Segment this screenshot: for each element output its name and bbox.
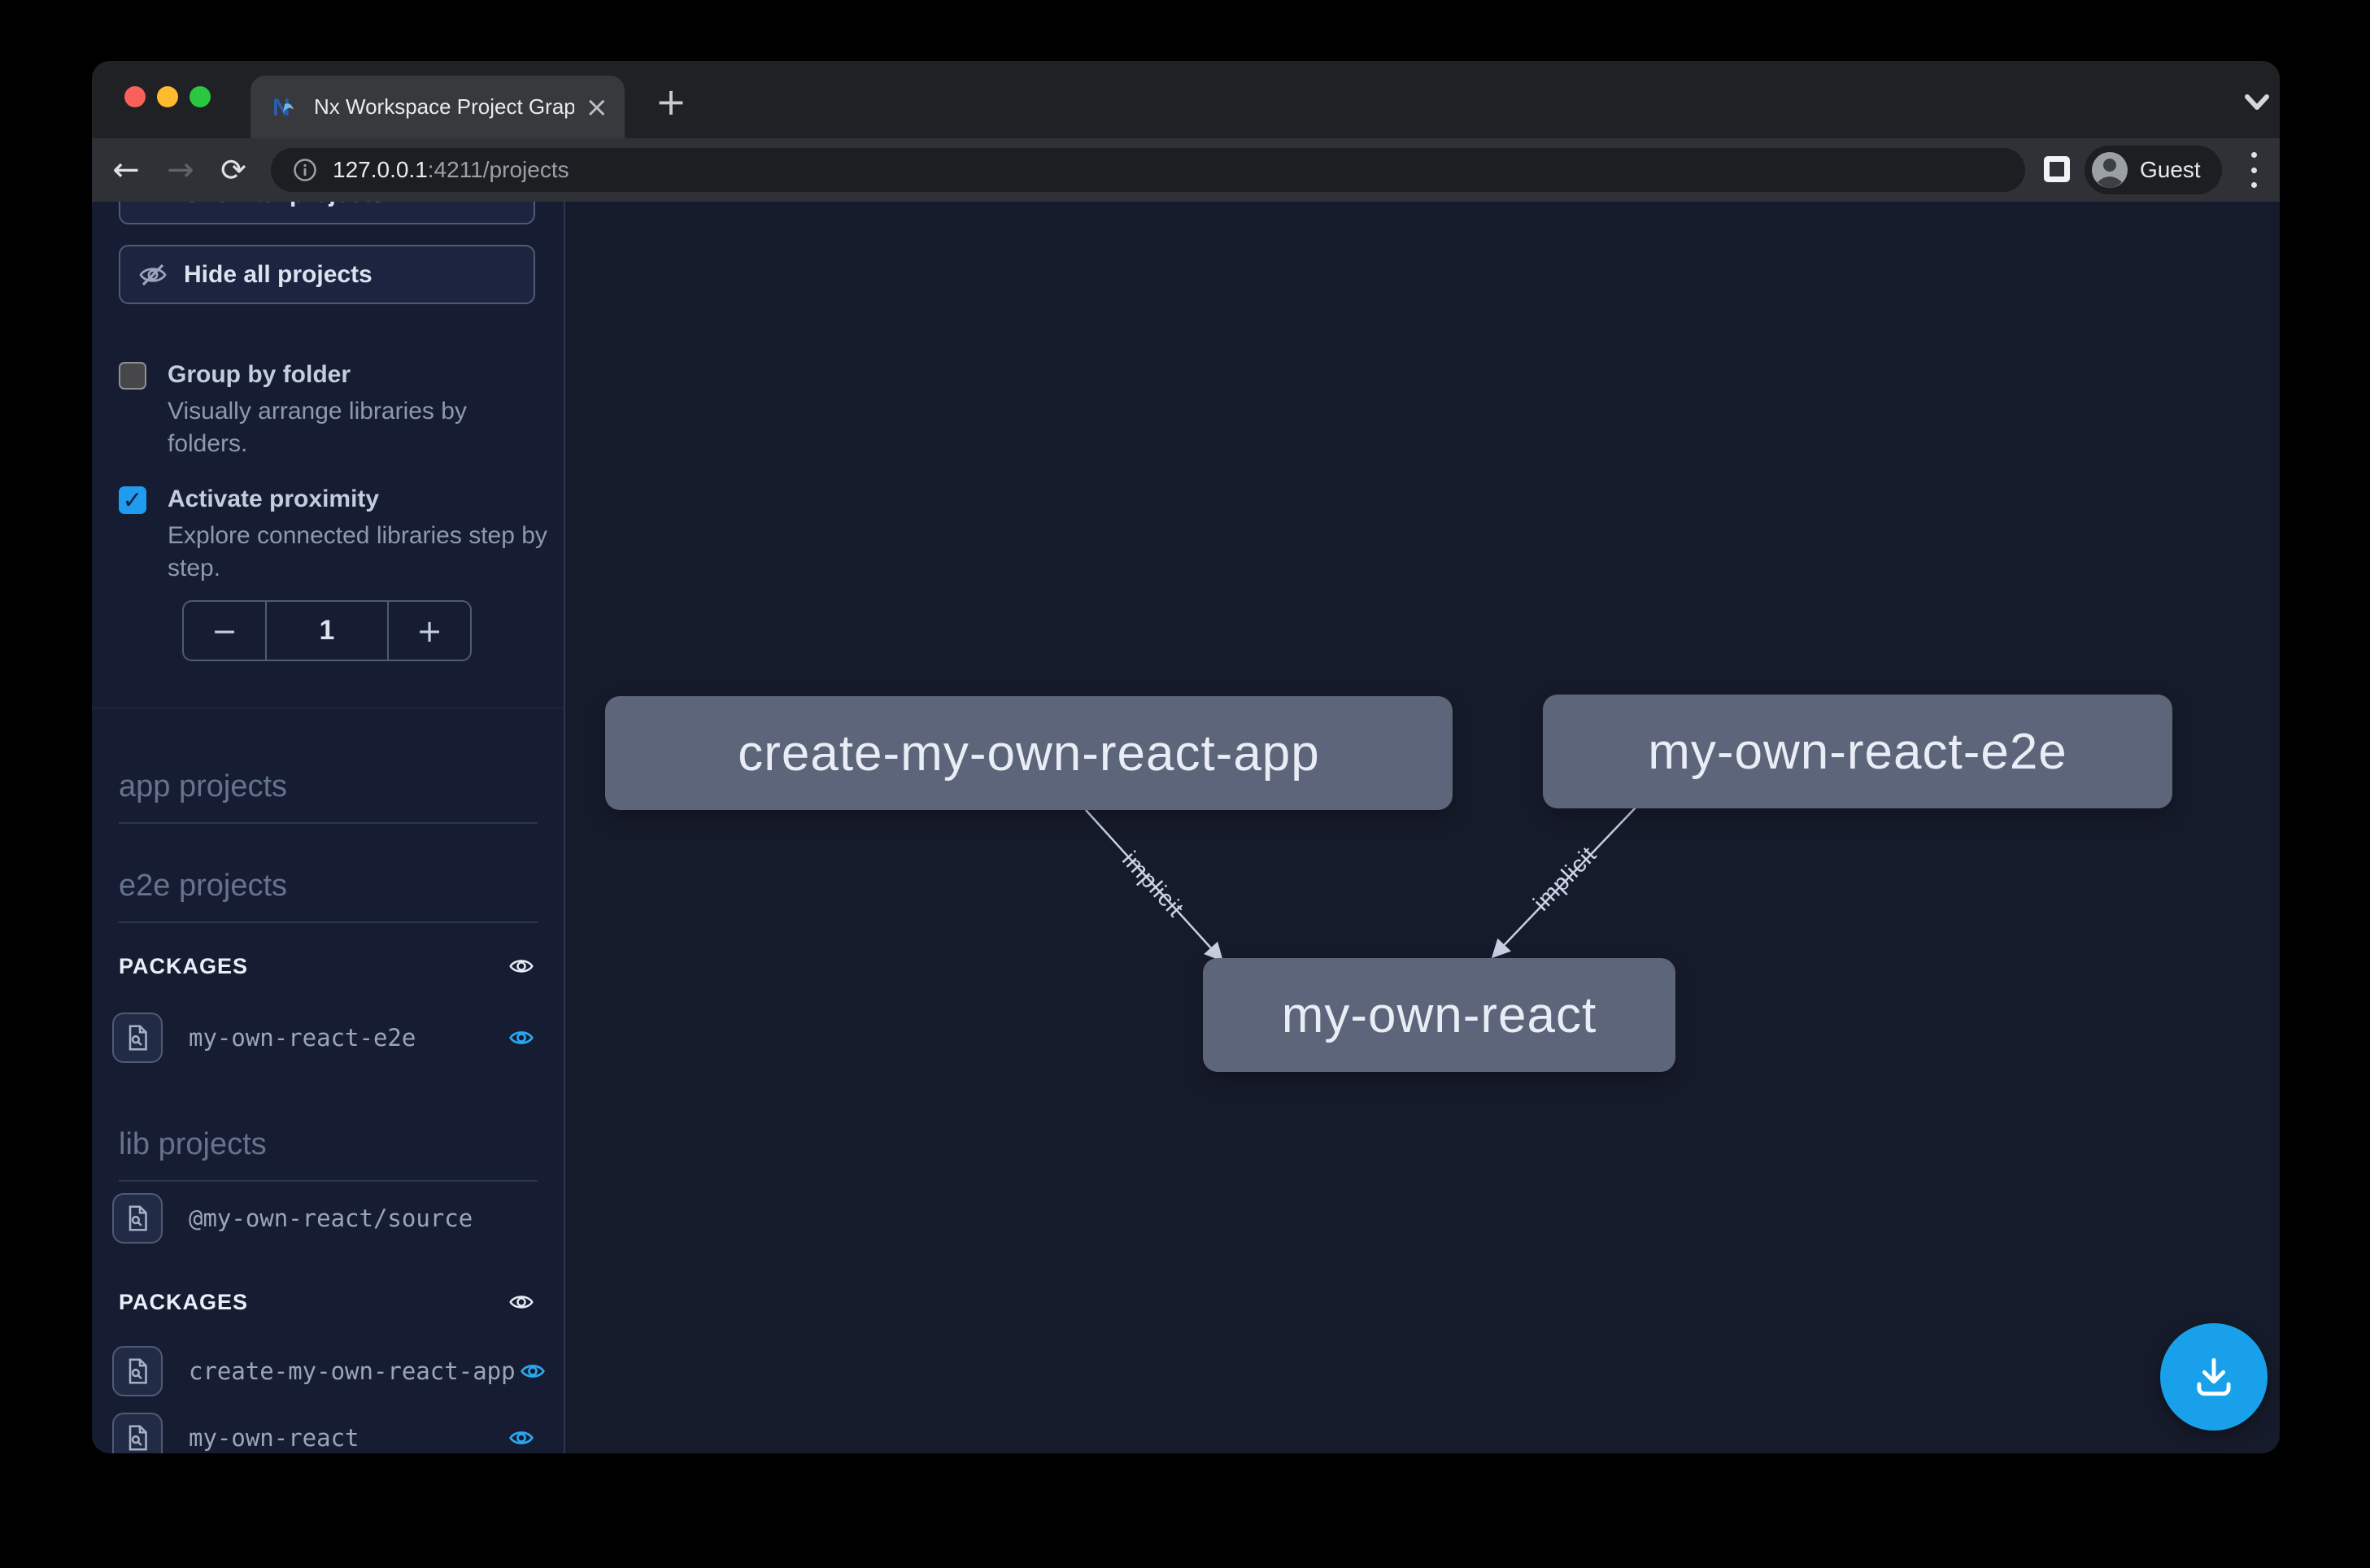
eye-icon [138, 202, 168, 209]
packages-section-header: PACKAGES [119, 1288, 538, 1316]
file-search-icon [123, 1357, 152, 1386]
minimize-window-button[interactable] [157, 86, 178, 107]
focus-project-button[interactable] [112, 1413, 163, 1453]
site-info-icon[interactable] [292, 157, 318, 183]
file-search-icon [123, 1204, 152, 1233]
decrement-button[interactable]: − [184, 602, 265, 660]
tab-title: Nx Workspace Project Graph [314, 94, 574, 120]
graph-node-my-own-react[interactable]: my-own-react [1203, 958, 1675, 1072]
browser-window: N Nx Workspace Project Graph × + ← → ⟳ 1… [92, 61, 2280, 1453]
activate-proximity-checkbox[interactable]: ✓ [119, 486, 146, 514]
project-name: my-own-react-e2e [189, 1024, 416, 1052]
toggle-all-eye-icon[interactable] [505, 953, 538, 979]
tab-strip: N Nx Workspace Project Graph × + [92, 61, 2280, 138]
profile-name: Guest [2140, 157, 2201, 183]
graph-edges [565, 202, 2280, 1453]
file-search-icon [123, 1023, 152, 1052]
focus-project-button[interactable] [112, 1193, 163, 1244]
hide-all-projects-label: Hide all projects [184, 261, 372, 289]
packages-heading: PACKAGES [119, 1290, 248, 1315]
eye-blue-icon [504, 1425, 538, 1451]
project-list-item: @my-own-react/source [112, 1192, 543, 1244]
close-window-button[interactable] [124, 86, 146, 107]
project-name: create-my-own-react-app [189, 1357, 516, 1385]
project-name: @my-own-react/source [189, 1204, 473, 1232]
proximity-depth-value: 1 [265, 602, 389, 660]
browser-toolbar: ← → ⟳ 127.0.0.1:4211/projects Guest [92, 138, 2280, 202]
graph-node-my-own-react-e2e[interactable]: my-own-react-e2e [1543, 695, 2172, 808]
focus-project-button[interactable] [112, 1346, 163, 1396]
group-by-folder-checkbox[interactable] [119, 362, 146, 390]
eye-blue-icon [504, 1025, 538, 1051]
group-by-folder-label: Group by folder [168, 361, 550, 389]
eye-off-icon [138, 260, 168, 290]
focus-project-button[interactable] [112, 1013, 163, 1063]
hide-all-projects-button[interactable]: Hide all projects [119, 245, 535, 304]
toggle-project-visibility[interactable] [504, 1025, 538, 1051]
group-by-folder-description: Visually arrange libraries byfolders. [168, 395, 564, 460]
tab-search-chevron-icon[interactable] [2241, 92, 2273, 113]
project-list-item: my-own-react [112, 1412, 543, 1453]
activate-proximity-description: Explore connected libraries step bystep. [168, 520, 564, 585]
project-graph-canvas[interactable]: implicit implicit create-my-own-react-ap… [565, 202, 2280, 1453]
url-host: 127.0.0.1 [333, 157, 428, 182]
activate-proximity-label: Activate proximity [168, 486, 550, 513]
tab-nx-project-graph[interactable]: N Nx Workspace Project Graph × [251, 76, 625, 138]
packages-section-header: PACKAGES [119, 952, 538, 980]
file-search-icon [123, 1423, 152, 1453]
nx-favicon-icon: N [272, 94, 299, 121]
back-icon[interactable]: ← [103, 138, 149, 202]
avatar-icon [2091, 151, 2128, 189]
show-all-projects-label: Show all projects [184, 202, 385, 208]
lib-projects-heading: lib projects [119, 1127, 538, 1182]
show-all-projects-button[interactable]: Show all projects [119, 202, 535, 224]
download-icon [2189, 1352, 2239, 1402]
project-list-item: create-my-own-react-app [112, 1345, 543, 1397]
app-content: Show all projects Hide all projects Grou… [92, 202, 2280, 1453]
download-graph-button[interactable] [2160, 1323, 2268, 1431]
project-list-item: my-own-react-e2e [112, 1012, 543, 1064]
graph-node-create-my-own-react-app[interactable]: create-my-own-react-app [605, 696, 1453, 810]
packages-heading: PACKAGES [119, 954, 248, 979]
url-text: 127.0.0.1:4211/projects [333, 157, 569, 183]
address-bar[interactable]: 127.0.0.1:4211/projects [271, 148, 2025, 192]
check-icon: ✓ [122, 486, 142, 515]
zoom-window-button[interactable] [190, 86, 211, 107]
profile-button[interactable]: Guest [2085, 146, 2222, 194]
new-tab-button[interactable]: + [651, 84, 691, 123]
eye-blue-icon [516, 1358, 550, 1384]
side-panel-icon[interactable] [2044, 156, 2070, 182]
close-tab-icon[interactable]: × [586, 94, 609, 121]
toggle-all-eye-icon[interactable] [505, 1289, 538, 1315]
app-projects-heading: app projects [119, 769, 538, 824]
url-path: :4211/projects [428, 157, 569, 182]
browser-menu-icon[interactable] [2246, 152, 2262, 188]
reload-icon[interactable]: ⟳ [211, 138, 256, 202]
proximity-depth-stepper: − 1 + [182, 600, 472, 661]
increment-button[interactable]: + [389, 602, 470, 660]
forward-icon[interactable]: → [158, 138, 203, 202]
project-name: my-own-react [189, 1424, 359, 1452]
e2e-projects-heading: e2e projects [119, 869, 538, 923]
toggle-project-visibility[interactable] [516, 1358, 550, 1384]
toggle-project-visibility[interactable] [504, 1425, 538, 1451]
sidebar: Show all projects Hide all projects Grou… [92, 202, 564, 1453]
